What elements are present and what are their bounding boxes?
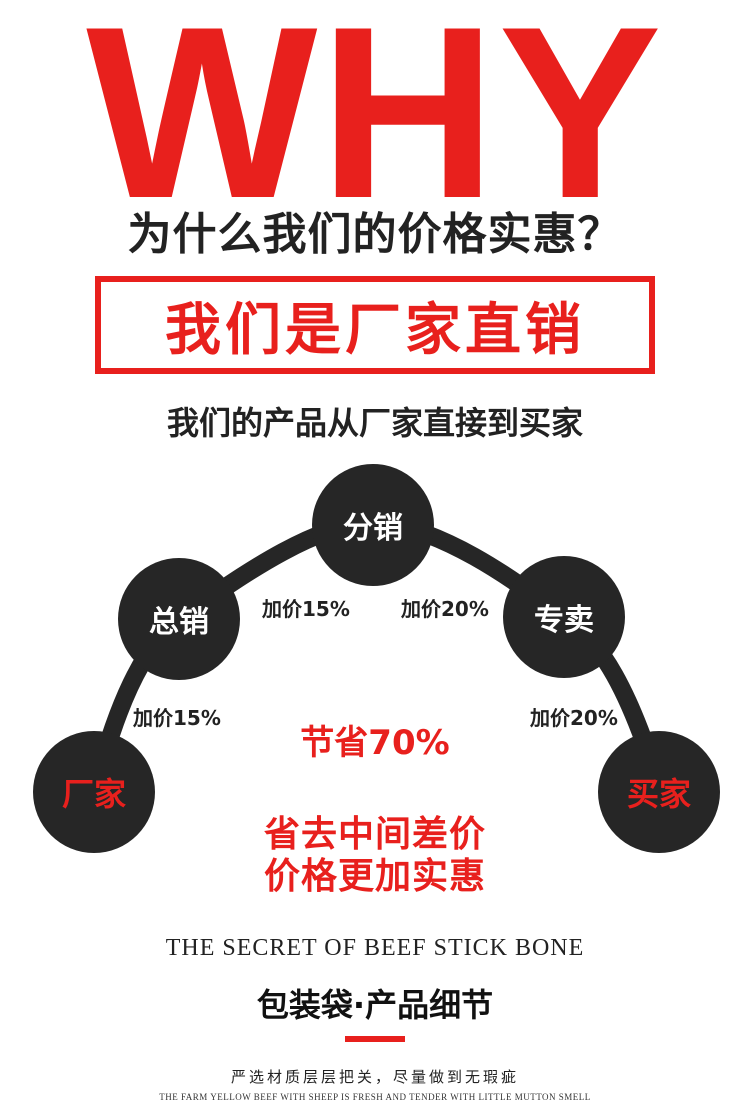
packaging-title: 包装袋·产品细节 xyxy=(256,986,494,1024)
node-distribution: 分销 xyxy=(312,464,434,586)
claim-text: 我们是厂家直销 xyxy=(165,297,585,363)
secret-heading: THE SECRET OF BEEF STICK BONE xyxy=(165,935,585,961)
claim-box: 我们是厂家直销 xyxy=(95,276,655,374)
farm-note: THE FARM YELLOW BEEF WITH SHEEP IS FRESH… xyxy=(159,1092,591,1102)
savings-headline: 节省70% xyxy=(300,723,450,763)
savings-line-2: 价格更加实惠 xyxy=(263,856,486,897)
quality-note: 严选材质层层把关，尽量做到无瑕疵 xyxy=(230,1068,519,1086)
markup-distribution-retail: 加价20% xyxy=(401,597,489,621)
markup-retail-buyer: 加价20% xyxy=(530,706,618,730)
node-factory: 厂家 xyxy=(33,731,155,853)
why-headline: WHY xyxy=(86,0,664,249)
node-general: 总销 xyxy=(118,558,240,680)
savings-line-1: 省去中间差价 xyxy=(263,814,486,855)
red-underline-bar xyxy=(345,1036,405,1042)
markup-factory-general: 加价15% xyxy=(133,706,221,730)
markup-general-distribution: 加价15% xyxy=(262,597,350,621)
node-buyer: 买家 xyxy=(598,731,720,853)
direct-sale-subline: 我们的产品从厂家直接到买家 xyxy=(166,404,583,442)
node-retail: 专卖 xyxy=(503,556,625,678)
question-title: 为什么我们的价格实惠？ xyxy=(127,209,623,260)
